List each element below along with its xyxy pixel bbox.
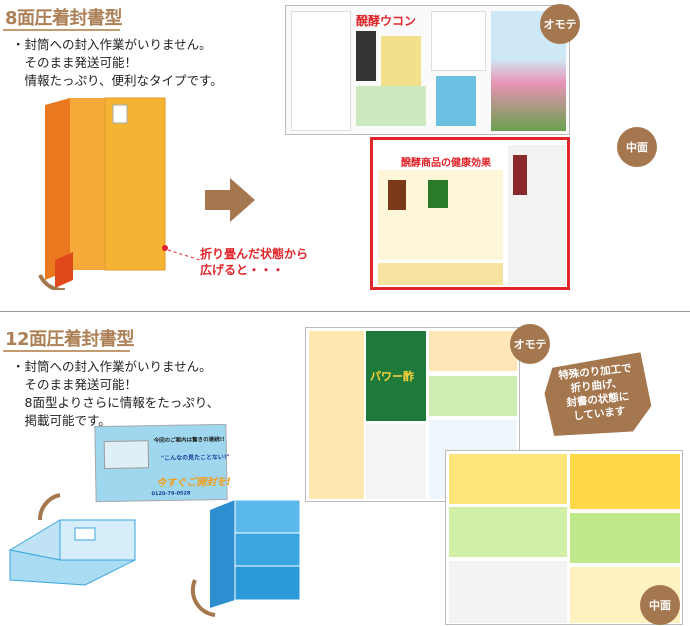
bullet: 情報たっぷり、便利なタイプです。 — [12, 73, 223, 88]
front-headline: 醗酵ウコン — [356, 14, 417, 28]
unfold-note: 折り畳んだ状態から 広げると・・・ — [200, 246, 308, 278]
front-label-badge: オモテ — [540, 4, 580, 44]
bullet: そのまま発送可能！ — [12, 55, 138, 70]
arrow-right-icon — [205, 178, 255, 222]
callout-special-glue: 特殊のり加工で 折り曲げ、 封書の状態に しています — [541, 352, 654, 441]
note-line: 折り畳んだ状態から — [200, 247, 309, 261]
envelope-quote: "こんなの見たことない!" — [160, 453, 230, 463]
front-headline: パワー酢 — [370, 370, 414, 383]
folded-8panel-illustration — [38, 97, 201, 290]
folded-12panel-illustration — [8, 493, 301, 617]
bullet: ・封筒への封入作業がいりません。 — [12, 37, 212, 52]
brochure-8-front: 醗酵ウコン — [285, 5, 570, 135]
brochure-12-inside — [445, 450, 683, 625]
brochure-8-inside: 醗酵商品の健康効果 — [370, 137, 570, 290]
inside-label-badge: 中面 — [640, 585, 680, 625]
section8-title: 8面圧着封書型 — [5, 8, 123, 29]
bullet: ・封筒への封入作業がいりません。 — [12, 359, 212, 374]
front-label-badge: オモテ — [510, 324, 550, 364]
section-divider — [0, 311, 690, 312]
title-underline — [3, 29, 120, 31]
bullet: 掲載可能です。 — [12, 413, 111, 428]
bullet: そのまま発送可能！ — [12, 377, 138, 392]
inside-label-badge: 中面 — [617, 127, 657, 167]
envelope-cta: 今すぐご開封を! — [156, 476, 232, 490]
section12-bullets: ・封筒への封入作業がいりません。 そのまま発送可能！ 8面型よりさらに情報をたっ… — [12, 358, 219, 430]
section8-bullets: ・封筒への封入作業がいりません。 そのまま発送可能！ 情報たっぷり、便利なタイプ… — [12, 36, 223, 90]
section12-title: 12面圧着封書型 — [5, 329, 135, 350]
bullet: 8面型よりさらに情報をたっぷり、 — [12, 395, 220, 410]
note-line: 広げると・・・ — [200, 263, 285, 277]
title-underline — [3, 350, 130, 352]
inside-headline: 醗酵商品の健康効果 — [401, 158, 491, 169]
envelope-top-text: 今回のご案内は驚きの連続!! — [153, 436, 225, 445]
